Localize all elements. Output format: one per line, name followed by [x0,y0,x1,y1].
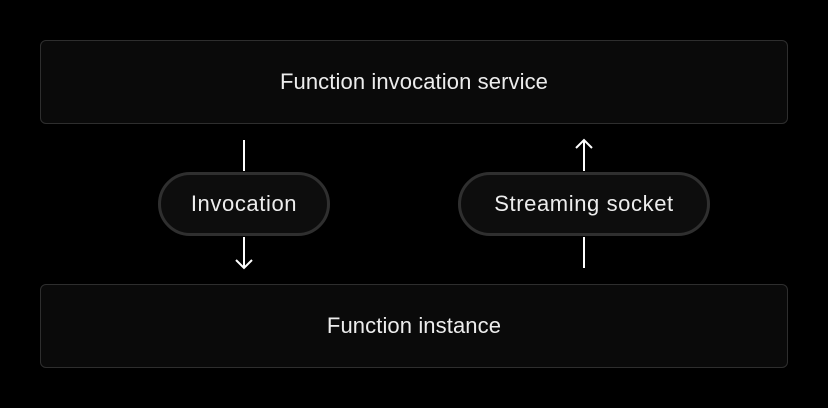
function-invocation-service-box: Function invocation service [40,40,788,124]
invocation-pill: Invocation [158,172,330,236]
invocation-label: Invocation [190,191,298,216]
function-instance-label: Function instance [326,313,502,338]
streaming-up-arrow-icon [575,138,593,171]
streaming-socket-pill: Streaming socket [458,172,710,236]
invocation-down-arrow-icon [235,237,253,270]
streaming-socket-label: Streaming socket [494,191,674,216]
function-instance-box: Function instance [40,284,788,368]
function-invocation-service-label: Function invocation service [279,69,549,94]
